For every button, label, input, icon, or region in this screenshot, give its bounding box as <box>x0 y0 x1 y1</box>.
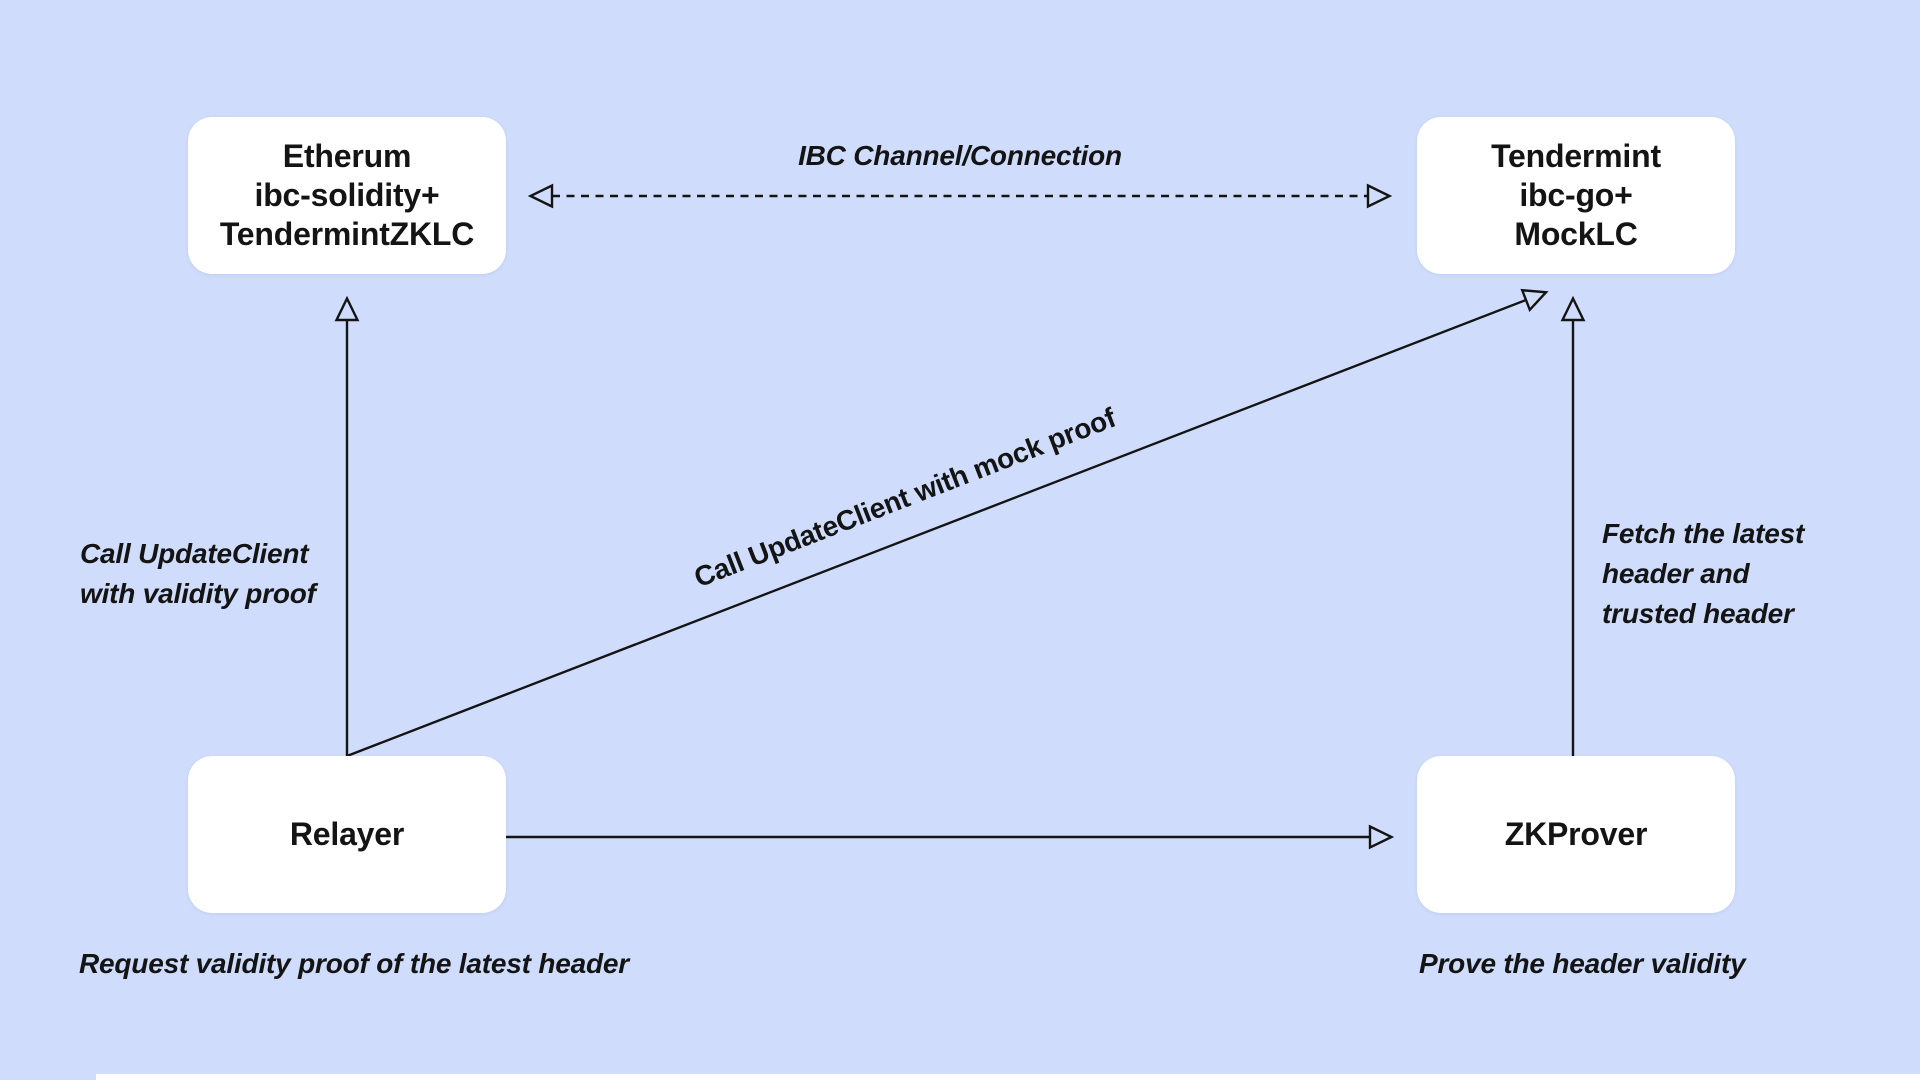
node-title: Relayer <box>290 815 404 854</box>
node-title-line: Tendermint <box>1491 138 1661 174</box>
node-title-line: Relayer <box>289 816 405 852</box>
node-title-line: Etherum <box>282 138 412 174</box>
zkprover-caption: Prove the header validity <box>1419 948 1746 979</box>
node-title-line: MockLC <box>1514 216 1638 252</box>
relayer-caption: Request validity proof of the latest hea… <box>79 948 629 979</box>
node-title: Etherum ibc-solidity+ TendermintZKLC <box>219 137 475 254</box>
node-title-line: ibc-solidity+ <box>254 177 440 213</box>
fetch-headers-label: Fetch the latest header and trusted head… <box>1602 514 1804 634</box>
node-tendermint-light-client: Tendermint ibc-go+ MockLC <box>1417 117 1735 274</box>
node-ethereum-light-client: Etherum ibc-solidity+ TendermintZKLC <box>188 117 506 274</box>
node-zkprover: ZKProver <box>1417 756 1735 913</box>
label-line: Fetch the latest <box>1602 518 1805 549</box>
label-line: header and <box>1602 558 1750 589</box>
ibc-channel-label: IBC Channel/Connection <box>798 140 1122 171</box>
node-relayer: Relayer <box>188 756 506 913</box>
label-line: trusted header <box>1602 598 1794 629</box>
node-title-line: ZKProver <box>1504 816 1648 852</box>
label-line: with validity proof <box>80 578 316 609</box>
node-title-line: ibc-go+ <box>1519 177 1633 213</box>
label-line: Call UpdateClient <box>80 538 309 569</box>
node-title: ZKProver <box>1504 815 1648 854</box>
update-client-mock-arrow <box>346 288 1549 758</box>
node-title: Tendermint ibc-go+ MockLC <box>1491 137 1661 254</box>
node-title-line: TendermintZKLC <box>219 216 475 252</box>
update-client-validity-label: Call UpdateClient with validity proof <box>80 534 316 614</box>
window-bottom-edge <box>96 1074 1920 1080</box>
